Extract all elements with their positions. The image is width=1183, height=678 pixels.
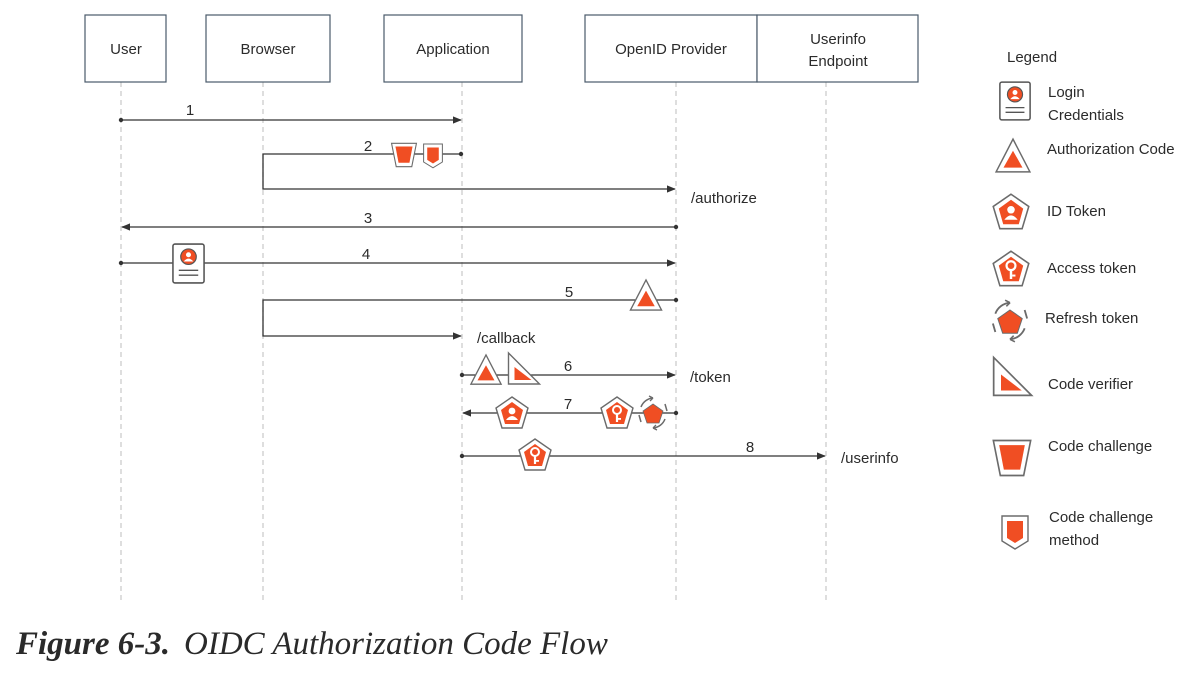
application-label: Application bbox=[416, 41, 489, 58]
message-8-origin-dot bbox=[459, 453, 465, 459]
message-2-arrow bbox=[262, 153, 676, 193]
message-5-origin-dot bbox=[673, 297, 679, 303]
message-7-origin-dot bbox=[673, 410, 679, 416]
id-token-icon bbox=[992, 193, 1030, 230]
message-7-label: 7 bbox=[564, 396, 572, 413]
code-challenge-method-icon bbox=[423, 143, 443, 169]
message-5-endpoint: /callback bbox=[477, 330, 536, 347]
refresh-token-icon bbox=[991, 299, 1029, 343]
code-verifier-icon bbox=[992, 356, 1033, 397]
message-5-label: 5 bbox=[565, 284, 573, 301]
legend-code-challenge: Code challenge bbox=[1048, 438, 1152, 455]
code-challenge-icon bbox=[390, 142, 418, 168]
legend-title: Legend bbox=[1007, 49, 1057, 66]
browser-label: Browser bbox=[240, 41, 295, 58]
legend-code-verifier: Code verifier bbox=[1048, 376, 1133, 393]
user-box bbox=[84, 14, 167, 83]
message-3-origin-dot bbox=[673, 224, 679, 230]
message-1-origin-dot bbox=[118, 117, 124, 123]
authorization-code-icon bbox=[995, 138, 1031, 173]
userinfo-label-line2: Endpoint bbox=[808, 53, 868, 70]
legend-code-challenge-method-line1: Code challenge bbox=[1049, 509, 1153, 526]
message-6-label: 6 bbox=[564, 358, 572, 375]
lifelines bbox=[120, 82, 827, 600]
legend-id-token: ID Token bbox=[1047, 203, 1106, 220]
message-6-endpoint: /token bbox=[690, 369, 731, 386]
message-4-label: 4 bbox=[362, 246, 370, 263]
application-box bbox=[383, 14, 523, 83]
legend-login-line2: Credentials bbox=[1048, 107, 1124, 124]
openid-provider-label: OpenID Provider bbox=[615, 41, 727, 58]
message-4-origin-dot bbox=[118, 260, 124, 266]
access-token-icon bbox=[992, 250, 1030, 287]
message-6-origin-dot bbox=[459, 372, 465, 378]
message-2-endpoint: /authorize bbox=[691, 190, 757, 207]
access-token-icon bbox=[600, 396, 634, 429]
legend-authorization-code: Authorization Code bbox=[1047, 141, 1175, 158]
user-label: User bbox=[110, 41, 142, 58]
message-8-label: 8 bbox=[746, 439, 754, 456]
userinfo-box bbox=[756, 14, 919, 83]
authorization-code-icon bbox=[629, 279, 663, 311]
code-challenge-method-icon bbox=[1001, 515, 1029, 550]
figure-title: OIDC Authorization Code Flow bbox=[184, 626, 608, 662]
userinfo-label-line1: Userinfo bbox=[810, 31, 866, 48]
legend-login-line1: Login bbox=[1048, 84, 1085, 101]
legend-access-token: Access token bbox=[1047, 260, 1136, 277]
sequence-diagram: User Browser Application OpenID Provider… bbox=[84, 14, 1175, 600]
login-credentials-icon bbox=[172, 243, 205, 284]
message-1-label: 1 bbox=[186, 102, 194, 119]
login-credentials-icon bbox=[999, 81, 1031, 121]
legend-refresh-token: Refresh token bbox=[1045, 310, 1138, 327]
openid-provider-box bbox=[584, 14, 758, 83]
access-token-icon bbox=[518, 438, 552, 471]
code-challenge-icon bbox=[992, 439, 1032, 477]
id-token-icon bbox=[495, 396, 529, 429]
figure-number: Figure 6-3. bbox=[16, 626, 171, 662]
message-3-label: 3 bbox=[364, 210, 372, 227]
legend-code-challenge-method-line2: method bbox=[1049, 532, 1099, 549]
browser-box bbox=[205, 14, 331, 83]
message-8-endpoint: /userinfo bbox=[841, 450, 899, 467]
message-2-label: 2 bbox=[364, 138, 372, 155]
code-verifier-icon bbox=[507, 352, 541, 385]
figure-caption: Figure 6-3. OIDC Authorization Code Flow bbox=[16, 626, 608, 663]
message-5-arrow bbox=[262, 299, 676, 340]
message-2-origin-dot bbox=[458, 151, 464, 157]
legend: Legend Login Credentials Authorization C… bbox=[991, 49, 1175, 550]
authorization-code-icon bbox=[470, 354, 502, 385]
